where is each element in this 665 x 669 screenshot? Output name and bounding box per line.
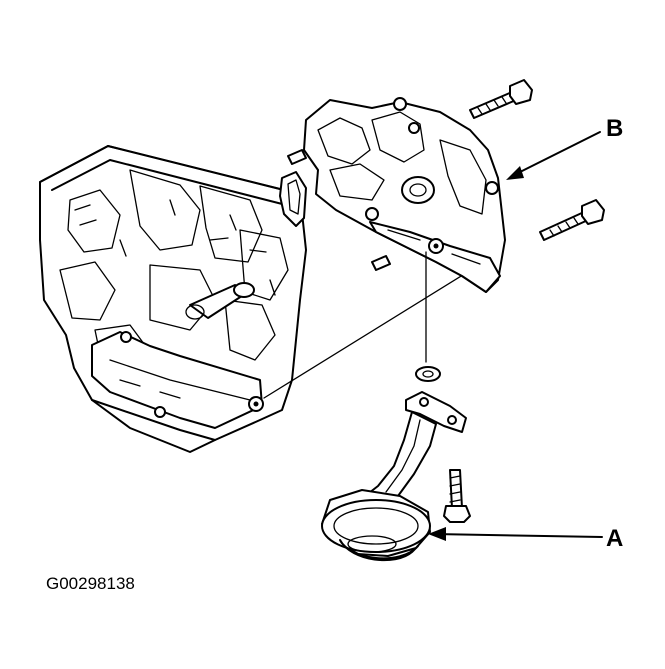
figure-code: G00298138: [46, 574, 135, 593]
callout-a-label: A: [606, 525, 623, 552]
bolt: [539, 199, 605, 241]
dowel-pin: [287, 149, 391, 271]
callout-a: A: [428, 525, 623, 552]
callout-b-label: B: [606, 115, 623, 142]
o-ring-gasket: [415, 366, 441, 382]
engine-block: [39, 145, 307, 453]
o-ring-gasket: [279, 171, 307, 227]
bolt: [443, 469, 471, 523]
callout-b: B: [506, 115, 623, 180]
oil-pump: [303, 97, 506, 293]
oil-pickup-strainer: [321, 391, 467, 562]
bolt: [469, 79, 533, 119]
